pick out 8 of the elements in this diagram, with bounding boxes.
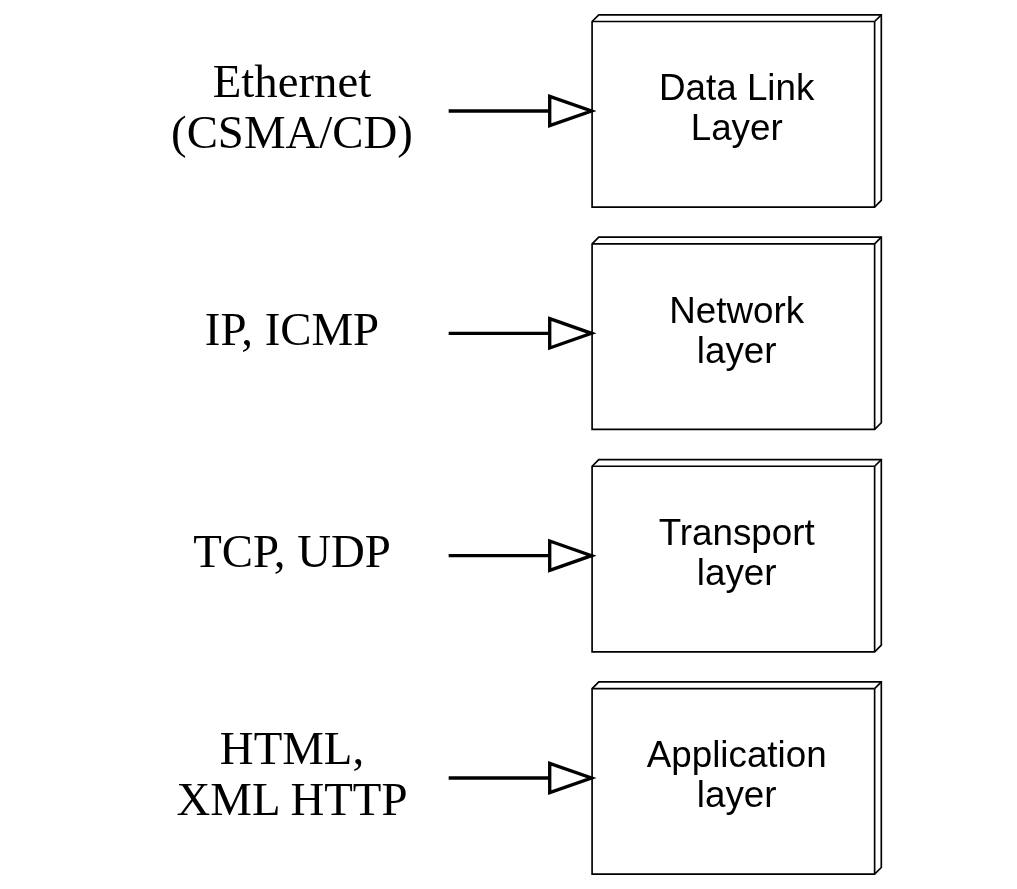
node-text: HTML, XML HTTP bbox=[176, 721, 408, 826]
node-text: TCP, UDP bbox=[193, 525, 391, 578]
arrow bbox=[448, 538, 597, 573]
arrow bbox=[448, 761, 597, 795]
arrow bbox=[448, 94, 597, 128]
arrow bbox=[448, 316, 597, 351]
node-text: IP, ICMP bbox=[204, 302, 380, 355]
node-text: Ethernet (CSMA/CD) bbox=[171, 54, 413, 159]
